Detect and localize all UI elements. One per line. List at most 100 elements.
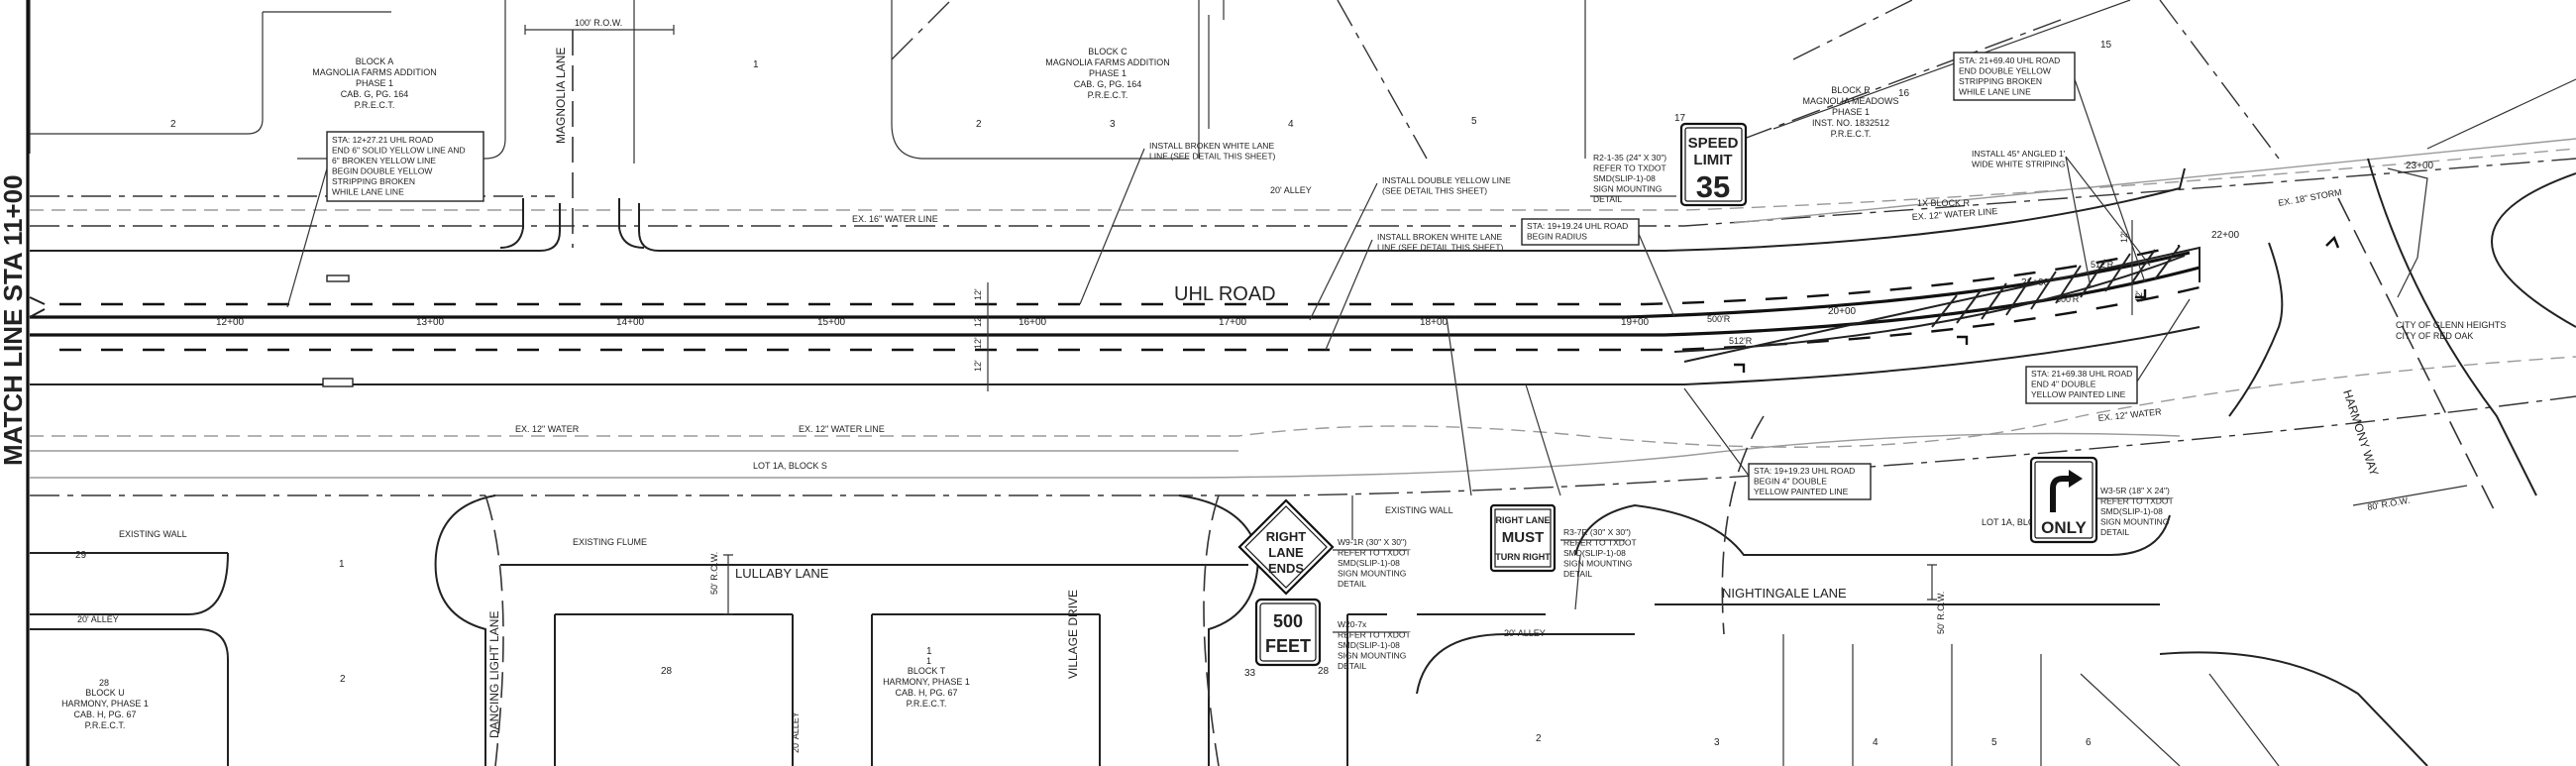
lot-number: 3 (1110, 119, 1116, 130)
magnolia-lane-edges (499, 198, 645, 249)
lot-number: 1 (926, 646, 932, 657)
lot1a-right: LOT 1A, BLOCK S (1982, 517, 2056, 527)
block-1x: 1X BLOCK R (1917, 198, 1971, 208)
lot-number: 2 (340, 674, 346, 685)
lot-number: 2 (170, 119, 176, 130)
street-lullaby: LULLABY LANE (735, 566, 829, 581)
dim-12-b: 12' (973, 315, 983, 327)
station-label: 13+00 (416, 317, 445, 328)
callout-angled-striping: INSTALL 45° ANGLED 1'WIDE WHITE STRIPING (1972, 149, 2066, 169)
uhl-road (29, 167, 2200, 387)
station-label: 23+00 (2406, 161, 2434, 171)
turn-arrow-icon (2325, 235, 2340, 249)
lot-number: 33 (1244, 668, 1256, 679)
sign-mtr-line2: MUST (1502, 529, 1545, 546)
row-top: 100' R.O.W. (575, 18, 622, 28)
lot-number: 4 (1288, 119, 1294, 130)
row-harmony: 80' R.O.W. (2367, 495, 2411, 512)
sign-speed-number: 35 (1696, 169, 1730, 204)
lower-streets (30, 415, 2468, 766)
water-bot-label: EX. 12" WATER (515, 424, 580, 434)
lot-number: 28 (1318, 666, 1330, 677)
station-label: 16+00 (1019, 317, 1047, 328)
lot-number: 15 (2100, 40, 2112, 51)
station-label: 22+00 (2211, 230, 2240, 241)
sign-feet-unit: FEET (1265, 636, 1311, 656)
lot-number: 1 (339, 559, 345, 570)
turn-arrow-icon (2135, 289, 2147, 299)
street-nightingale: NIGHTINGALE LANE (1722, 586, 1847, 601)
city-1-label: CITY OF GLENN HEIGHTS (2396, 320, 2506, 330)
storm-label: EX. 18" STORM (2278, 187, 2343, 208)
water-bot2-label: EX. 12" WATER LINE (799, 424, 885, 434)
gas-line-top (1733, 138, 2576, 224)
row-nightingale: 50' R.O.W. (1936, 592, 1946, 634)
row-dimension-top (524, 25, 675, 35)
water-bot-r-label: EX. 12" WATER (2097, 406, 2162, 423)
turn-arrow-icon (1734, 363, 1746, 373)
alley-bottom: 20' ALLEY (791, 711, 801, 753)
lot-number: 29 (75, 550, 87, 561)
turn-arrow-icon (1957, 335, 1969, 345)
water-line-bottom (30, 356, 2576, 448)
sign-right-turn-only: ONLY (2029, 456, 2098, 544)
lot-number: 5 (1471, 116, 1477, 127)
street-harmony: HARMONY WAY (2340, 388, 2381, 478)
pavement-arrows (1734, 235, 2340, 373)
dim-12-d: 12' (973, 360, 983, 372)
row-lullaby: 50' R.O.W. (709, 552, 719, 595)
station-label: 21+00 (2021, 277, 2050, 288)
dim-12-r1: 12' (2119, 231, 2129, 243)
station-label: 12+00 (216, 317, 245, 328)
lot-number: 16 (1898, 88, 1910, 99)
alley-top: 20' ALLEY (1270, 185, 1312, 195)
lot-numbers: 2 1 2 3 4 5 17 16 15 29 1 2 28 1 33 28 2… (75, 40, 2112, 748)
lot-number: 6 (2086, 737, 2092, 748)
sign-mtr-line3: TURN RIGHT (1495, 552, 1551, 562)
station-label: 17+00 (1219, 317, 1247, 328)
road-name-uhl: UHL ROAD (1174, 283, 1276, 305)
lot-number: 3 (1714, 737, 1720, 748)
right-turn-arrow-icon (2050, 476, 2071, 512)
lot-number: 2 (976, 119, 982, 130)
lot-number: 1 (753, 59, 759, 70)
block-u-lot-number: 28 (99, 678, 109, 688)
alley-right: 20' ALLEY (1504, 628, 1546, 638)
lot-number: 28 (661, 666, 673, 677)
station-labels: 12+00 13+00 14+00 15+00 16+00 17+00 18+0… (216, 161, 2434, 328)
existing-wall-line (30, 432, 2181, 479)
sign-speed-limit: SPEED LIMIT 35 (1679, 122, 1748, 207)
dim-12-a: 12' (973, 288, 983, 300)
match-line-label: MATCH LINE STA 11+00 (0, 174, 28, 466)
station-label: 20+00 (1828, 306, 1857, 317)
sign-speed-line1: SPEED (1688, 135, 1739, 152)
sign-mtr-line1: RIGHT LANE (1496, 515, 1551, 525)
sign-rle-line2: LANE (1268, 545, 1304, 560)
sign-rle-line1: RIGHT (1266, 529, 1307, 544)
existing-flume-label: EXISTING FLUME (573, 537, 647, 547)
lot1a-left: LOT 1A, BLOCK S (753, 461, 827, 471)
sign-speed-line2: LIMIT (1693, 152, 1732, 168)
dim-512r-a: 512'R (2091, 260, 2114, 270)
dim-500r: 500'R (1707, 314, 1731, 324)
street-magnolia: MAGNOLIA LANE (554, 48, 568, 144)
lot-number: 4 (1873, 737, 1878, 748)
sign-rle-line3: ENDS (1268, 561, 1304, 576)
existing-wall2-label: EXISTING WALL (1385, 505, 1453, 515)
city-2-label: CITY OF RED OAK (2396, 331, 2473, 341)
